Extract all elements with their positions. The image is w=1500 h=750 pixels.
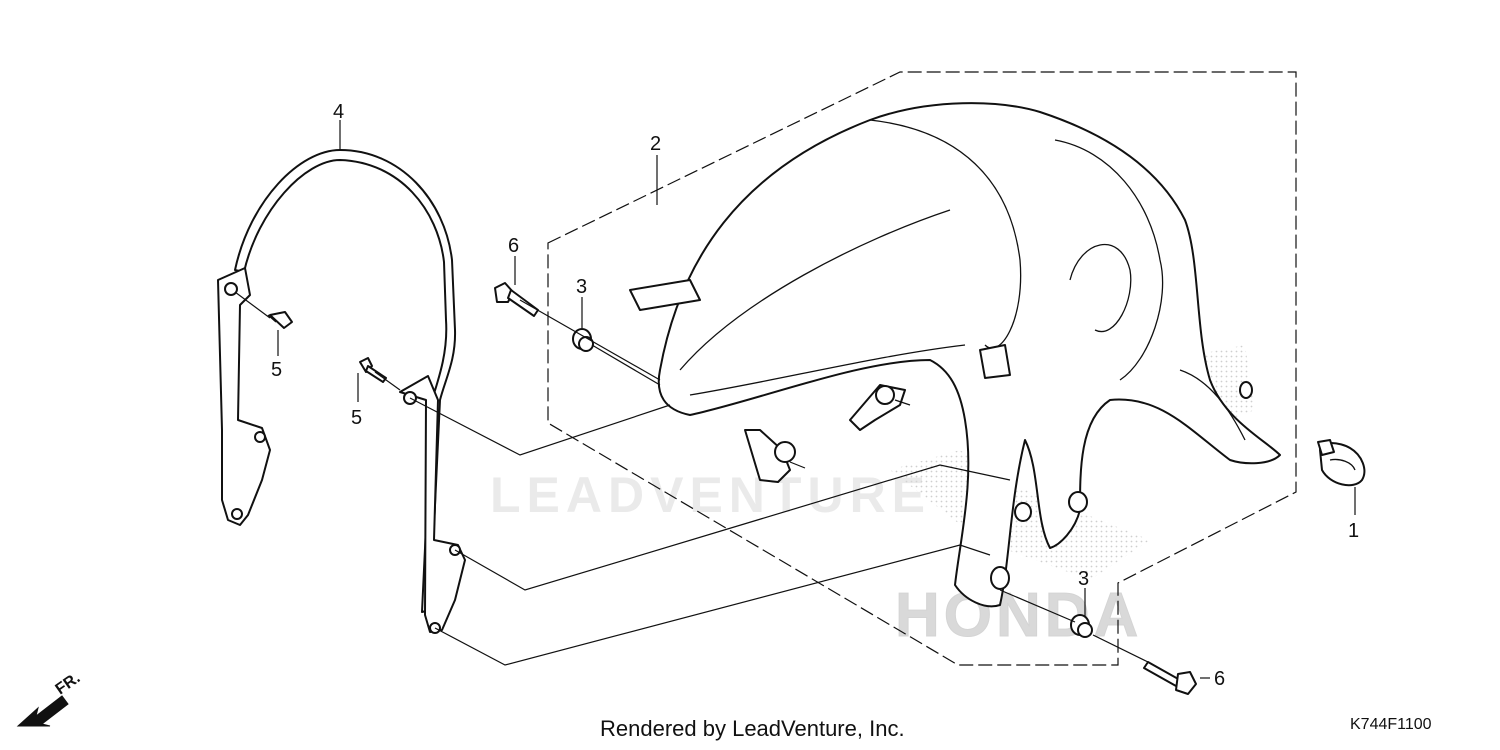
callouts: 4 2 6 3 5 5 3 6 1 bbox=[271, 101, 1359, 690]
callout-5-left: 5 bbox=[351, 407, 362, 429]
assembly-outline bbox=[547, 71, 1297, 666]
clip-1 bbox=[1317, 439, 1366, 487]
rendered-by-text: Rendered by LeadVenture, Inc. bbox=[600, 716, 905, 741]
front-direction-label: FR. bbox=[53, 670, 84, 699]
diagram-code: K744F1100 bbox=[1350, 716, 1432, 733]
callout-3-bottom: 3 bbox=[1078, 568, 1089, 590]
callout-2: 2 bbox=[650, 133, 661, 155]
watermark-brand: LEADVENTURE bbox=[490, 467, 931, 523]
callout-5-right: 5 bbox=[271, 359, 282, 381]
watermark-maker: HONDA bbox=[895, 581, 1142, 650]
callout-4: 4 bbox=[333, 101, 344, 123]
screw-5b bbox=[359, 357, 387, 383]
leader-lines bbox=[234, 120, 1356, 679]
callout-6-top: 6 bbox=[508, 235, 519, 257]
front-arrow-icon bbox=[16, 695, 69, 727]
bolt-6b bbox=[1143, 661, 1197, 695]
grommet-3b bbox=[1070, 614, 1093, 638]
front-fender bbox=[629, 102, 1281, 608]
bolt-6a bbox=[494, 282, 539, 317]
callout-1: 1 bbox=[1348, 520, 1359, 542]
grommet-3a bbox=[572, 328, 594, 352]
callout-6-bottom: 6 bbox=[1214, 668, 1225, 690]
callout-3-top: 3 bbox=[576, 276, 587, 298]
front-direction-indicator: FR. bbox=[16, 670, 84, 727]
fender-stay bbox=[217, 149, 466, 634]
watermark: LEADVENTURE HONDA bbox=[490, 345, 1255, 651]
screw-5a bbox=[267, 311, 293, 329]
